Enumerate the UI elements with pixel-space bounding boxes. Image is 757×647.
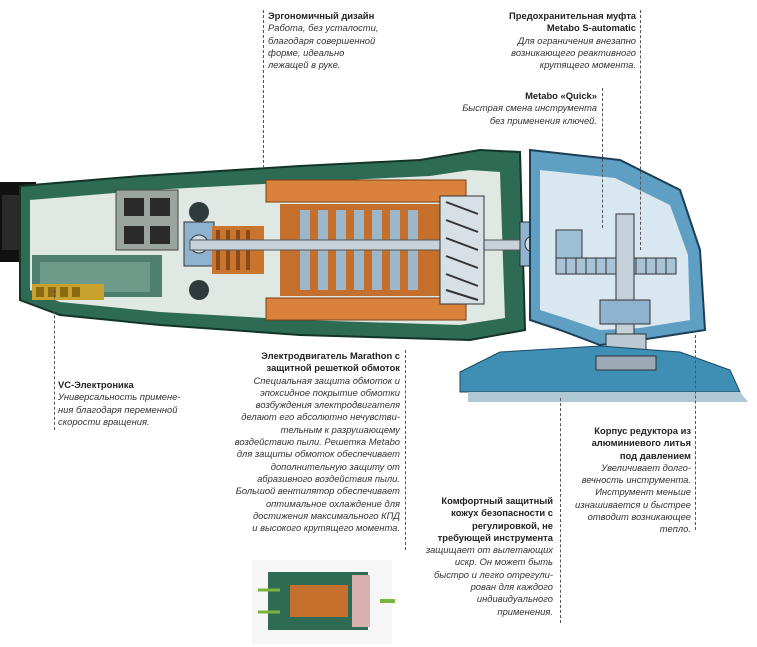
motor-desc-line: возбуждения электродвигателя xyxy=(255,399,400,411)
leader-motor xyxy=(405,350,406,550)
guard-title-line: требующей инструмента xyxy=(437,531,553,543)
motor-shaft xyxy=(189,239,561,251)
guard-desc-line: индивидуального xyxy=(476,593,553,605)
motor-desc-line: эпоксидное покрытие обмотки xyxy=(260,386,400,398)
vc-desc-line: скорости вращения. xyxy=(58,415,150,427)
ergonomic-desc-line: Работа, без усталости, xyxy=(268,22,379,34)
vc-electronics-board xyxy=(32,284,104,300)
leader-clutch xyxy=(640,10,641,250)
clutch-title-line: Предохранительная муфта xyxy=(509,10,636,21)
cooling-airflow-inset xyxy=(252,560,395,644)
quick-nut xyxy=(595,355,657,371)
cooling-fan xyxy=(439,195,485,305)
motor-title-line: Электродвигатель Marathon с xyxy=(261,350,400,361)
guard-desc-line: быстро и легко отрегули- xyxy=(434,568,553,580)
brush-holder xyxy=(115,189,179,251)
gearbox-desc-line: отводит возникающее xyxy=(587,511,691,523)
clutch-desc-line: Для ограничения внезапно xyxy=(517,34,636,46)
guard-title-line: регулировкой, не xyxy=(471,519,553,531)
motor-desc-line: воздействию пыли. Решетка Metabo xyxy=(234,436,400,448)
gearbox-desc-line: вечность инструмента. xyxy=(581,474,691,486)
callout-clutch: Предохранительная муфта Metabo S-automat… xyxy=(470,10,636,71)
gearbox-desc-line: Увеличивает долго- xyxy=(601,461,691,473)
vc-desc-line: Универсальность примене- xyxy=(58,391,181,403)
motor-desc-line: оптимальное охлаждение для xyxy=(265,497,400,509)
guard-title-line: кожух безопасности с xyxy=(451,507,553,519)
callout-quick: Metabo «Quick» Быстрая смена инструмента… xyxy=(440,90,597,127)
gearbox-desc-line: изнашивается и быстрее xyxy=(575,498,691,510)
motor-desc-line: Большой вентилятор обеспечивает xyxy=(235,485,400,497)
guard-title-line: Комфортный защитный xyxy=(441,495,553,506)
motor-desc-line: тельным к разрушающему xyxy=(280,423,400,435)
motor-desc-line: для защиты обмоток обеспечивает xyxy=(236,448,400,460)
motor-title-line: защитной решеткой обмоток xyxy=(266,362,400,374)
motor-desc-line: дополнительную защиту от xyxy=(270,460,400,472)
callout-motor: Электродвигатель Marathon с защитной реш… xyxy=(210,350,400,534)
motor-desc-line: и высокого крутящего момента. xyxy=(252,522,400,534)
clutch-title-line: Metabo S-automatic xyxy=(546,22,636,34)
motor-desc-line: абразивного воздействия пыли. xyxy=(257,472,400,484)
ergonomic-desc-line: лежащей в руке. xyxy=(268,59,341,71)
guard-desc-line: искр. Он может быть xyxy=(454,556,553,568)
gearbox-title-line: алюминиевого литья xyxy=(591,437,691,449)
guard-desc-line: применения. xyxy=(497,605,553,617)
quick-title: Metabo «Quick» xyxy=(525,90,597,101)
callout-vc-electronics: VC-Электроника Универсальность примене- … xyxy=(58,379,203,428)
motor-desc-line: достижения максимального КПД xyxy=(252,509,400,521)
motor-desc-line: Специальная защита обмоток и xyxy=(253,374,400,386)
leader-guard xyxy=(560,398,561,623)
gearbox-title-line: Корпус редуктора из xyxy=(594,425,691,436)
quick-desc-line: Быстрая смена инструмента xyxy=(462,102,597,114)
motor-desc-line: делают его абсолютно нечувстви- xyxy=(241,411,400,423)
gearbox-desc-line: тепло. xyxy=(659,523,691,535)
guard-desc-line: рован для каждого xyxy=(470,581,553,593)
ergonomic-desc-line: благодаря совершенной xyxy=(268,34,376,46)
vc-desc-line: ния благодаря переменной xyxy=(58,403,178,415)
callout-guard: Комфортный защитный кожух безопасности с… xyxy=(412,495,553,618)
leader-ergonomic xyxy=(263,10,264,168)
safety-guard xyxy=(459,345,748,402)
quick-desc-line: без применения ключей. xyxy=(489,114,597,126)
gearbox-title-line: под давлением xyxy=(619,449,691,461)
callout-gearbox: Корпус редуктора из алюминиевого литья п… xyxy=(565,425,691,536)
ergonomic-title: Эргономичный дизайн xyxy=(268,10,375,21)
clutch-desc-line: возникающего реактивного xyxy=(511,46,636,58)
guard-desc-line: защищает от вылетающих xyxy=(425,544,553,556)
gearbox-desc-line: Инструмент меньше xyxy=(595,486,691,498)
leader-quick xyxy=(602,88,603,228)
callout-ergonomic: Эргономичный дизайн Работа, без усталост… xyxy=(268,10,418,71)
ergonomic-desc-line: форме, идеально xyxy=(268,46,345,58)
leader-gearbox xyxy=(695,335,696,530)
clutch-desc-line: крутящего момента. xyxy=(539,59,636,71)
leader-vc xyxy=(54,290,55,430)
field-windings xyxy=(265,179,467,321)
vc-title: VC-Электроника xyxy=(58,379,134,390)
